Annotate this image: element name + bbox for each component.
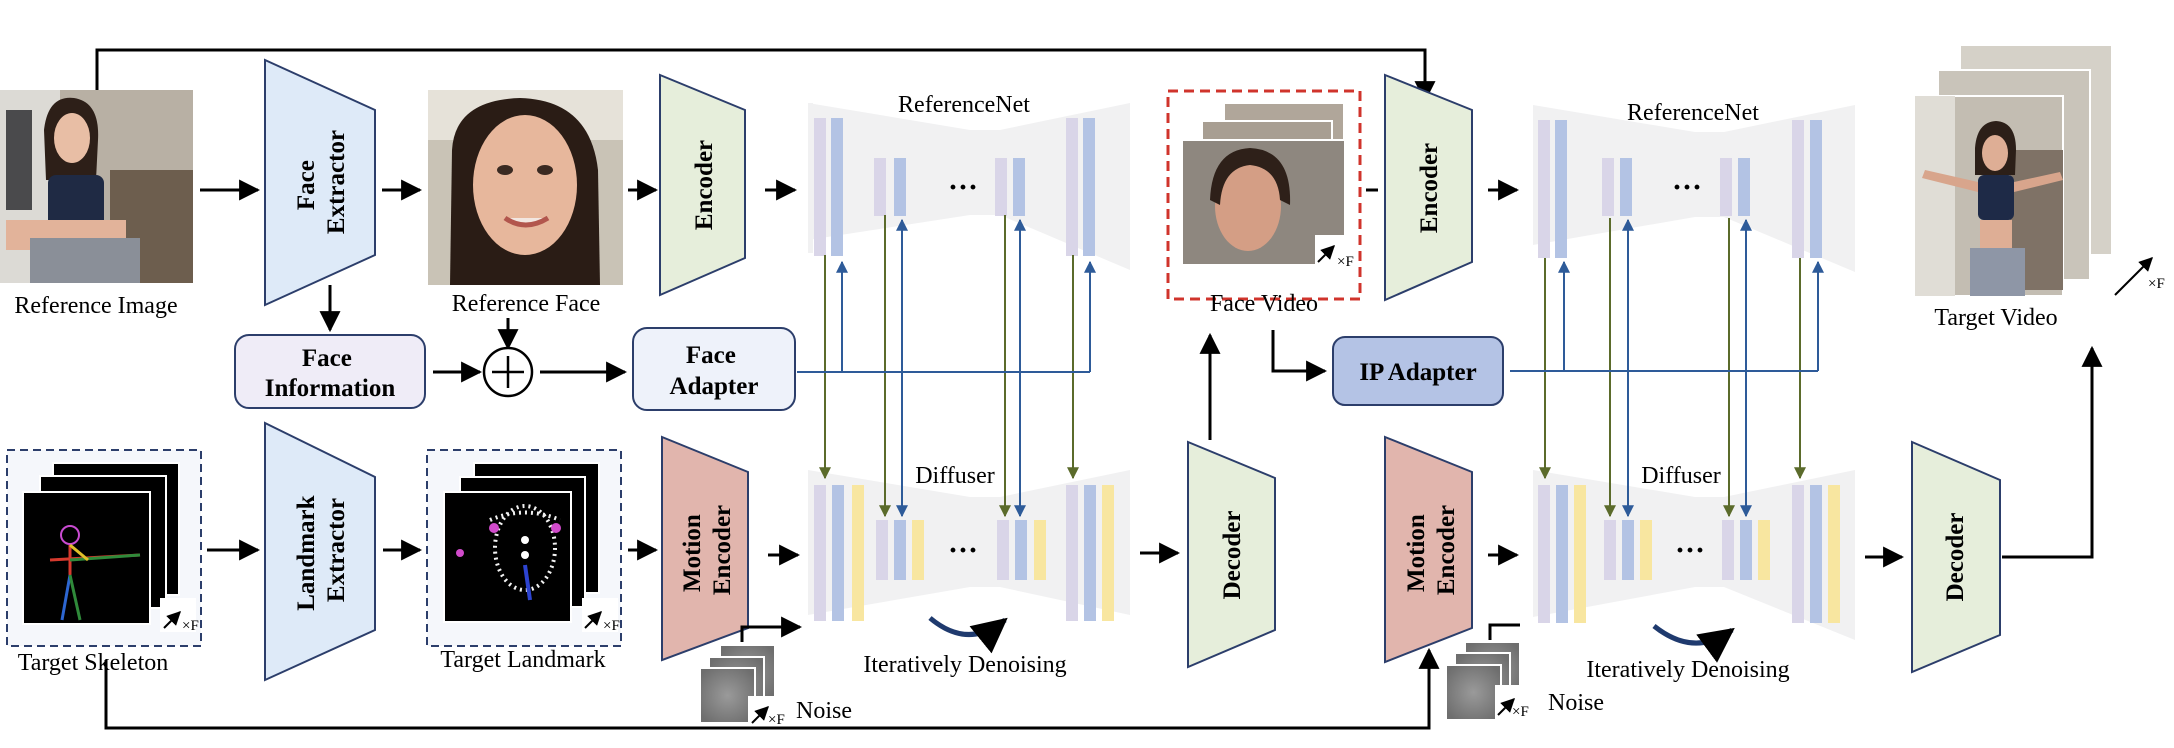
target-video [1914, 44, 2113, 297]
skeleton-to-motion-encoder-right-arrow [104, 647, 1440, 730]
noise-right [1445, 641, 1535, 721]
face-extractor-line2: Extractor [323, 130, 350, 234]
noise-right-to-diffuser-arrow [1488, 623, 1520, 640]
noise-left [699, 644, 784, 726]
reference-image [0, 90, 193, 283]
skeleton-frames-icon [163, 611, 181, 629]
ip-adapter-box: IP Adapter [1332, 336, 1504, 406]
target-video-frames: ×F [2148, 276, 2165, 292]
referencenet-right-ellipsis: ··· [1672, 171, 1702, 204]
oplus-node [482, 346, 534, 398]
ref-to-encoder-right-arrow [95, 48, 1436, 103]
referencenet-left [808, 103, 1130, 270]
face-video-frames-icon [1317, 245, 1335, 263]
target-skeleton [6, 449, 202, 647]
referencenet-left-label: ReferenceNet [898, 92, 1030, 118]
landmark-extractor: Landmark Extractor [264, 421, 376, 682]
noise-right-frames: ×F [1512, 704, 1529, 720]
face-adapter-box: Face Adapter [632, 327, 796, 411]
motion-encoder-left-line1: Motion [679, 514, 706, 592]
decoder-left-label: Decoder [1219, 511, 1246, 600]
noise-left-to-diffuser-arrow [740, 616, 803, 642]
reference-face-label: Reference Face [452, 291, 601, 317]
encoder-right: Encoder [1384, 73, 1473, 302]
face-extractor-line1: Face [293, 160, 320, 210]
noise-left-frames: ×F [768, 712, 785, 728]
motion-encoder-right-line2: Encoder [1433, 505, 1460, 595]
target-skeleton-label: Target Skeleton [18, 650, 169, 676]
svg-text:Face Extractor: Face Extractor [293, 130, 350, 234]
right-cross-connections [1510, 218, 1824, 518]
target-video-label: Target Video [1934, 305, 2057, 331]
noise-right-label: Noise [1548, 690, 1604, 716]
motion-encoder-right: Motion Encoder [1384, 435, 1473, 664]
face-video-frames: ×F [1337, 254, 1354, 270]
decoder-right: Decoder [1911, 440, 2001, 674]
noise-left-frames-icon [751, 706, 769, 724]
denoise-left-loop-icon [928, 616, 1008, 654]
denoise-left-label: Iteratively Denoising [863, 652, 1066, 678]
reference-image-label: Reference Image [14, 293, 177, 319]
diffuser-right-label: Diffuser [1641, 463, 1721, 489]
noise-right-frames-icon [1497, 698, 1515, 716]
target-video-frames-icon [2114, 257, 2153, 296]
motion-encoder-left-line2: Encoder [709, 505, 736, 595]
landmark-frames: ×F [603, 618, 620, 634]
referencenet-right [1533, 105, 1855, 272]
face-information-line1: Face [302, 345, 352, 372]
svg-text:Motion Encoder: Motion Encoder [679, 505, 736, 595]
svg-text:Face Information: Face Information [265, 345, 396, 402]
svg-text:Landmark Extractor: Landmark Extractor [293, 489, 350, 611]
noise-left-label: Noise [796, 698, 852, 724]
target-landmark-label: Target Landmark [440, 647, 605, 673]
face-video [1166, 89, 1362, 301]
face-video-to-ip-adapter-arrow [1271, 330, 1328, 382]
motion-encoder-right-line1: Motion [1403, 514, 1430, 592]
target-landmark [426, 449, 622, 647]
bypass-arrows [95, 48, 1440, 730]
face-adapter-line2: Adapter [670, 373, 759, 400]
left-cross-connections [797, 215, 1096, 518]
ip-adapter-label: IP Adapter [1359, 359, 1476, 386]
landmark-extractor-line1: Landmark [293, 495, 320, 610]
face-information-line2: Information [265, 375, 396, 402]
diffuser-left-ellipsis: ··· [948, 534, 978, 567]
diffuser-left [808, 470, 1130, 621]
referencenet-left-ellipsis: ··· [948, 171, 978, 204]
reference-face-image [428, 90, 623, 285]
face-adapter-line1: Face [686, 342, 736, 369]
encoder-left-label: Encoder [691, 140, 718, 230]
decoder-right-label: Decoder [1942, 513, 1969, 602]
decoder-right-to-target-video-arrow [2002, 345, 2103, 559]
encoder-left: Encoder [659, 73, 746, 297]
diffuser-right [1533, 470, 1855, 640]
landmark-frames-icon [584, 611, 602, 629]
face-video-label: Face Video [1210, 291, 1318, 317]
svg-text:Face Adapter: Face Adapter [670, 342, 759, 400]
diffuser-right-ellipsis: ··· [1675, 534, 1705, 567]
encoder-right-label: Encoder [1416, 143, 1443, 233]
denoise-right-loop-icon [1652, 624, 1735, 663]
motion-encoder-left: Motion Encoder [661, 435, 749, 662]
svg-text:Motion Encoder: Motion Encoder [1403, 505, 1460, 595]
diffuser-left-label: Diffuser [915, 463, 995, 489]
face-extractor: Face Extractor [264, 58, 376, 307]
face-information-box: Face Information [234, 334, 426, 409]
landmark-extractor-line2: Extractor [323, 498, 350, 602]
referencenet-right-label: ReferenceNet [1627, 100, 1759, 126]
decoder-left: Decoder [1187, 440, 1276, 669]
denoise-right-label: Iteratively Denoising [1586, 657, 1789, 683]
skeleton-frames: ×F [182, 618, 199, 634]
